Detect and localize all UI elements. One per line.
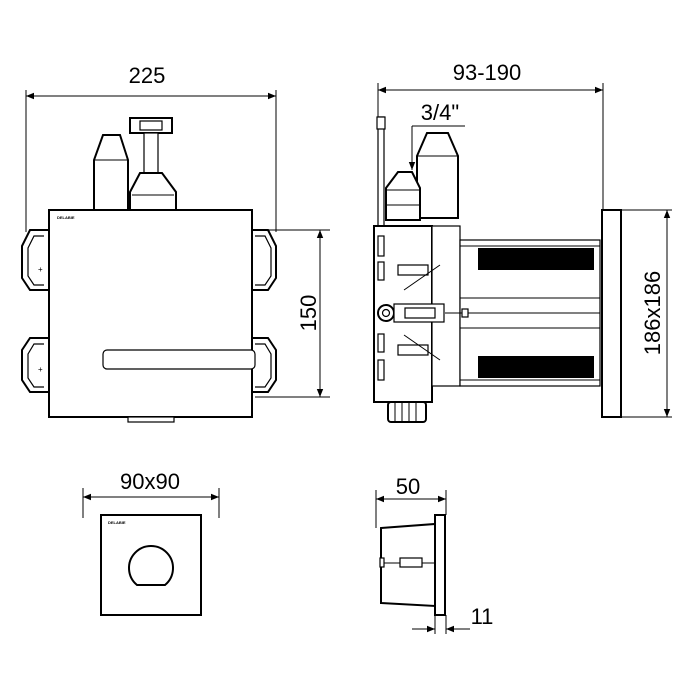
plate-size-label: 186x186 bbox=[640, 271, 665, 355]
plus-mark: + bbox=[38, 265, 43, 274]
plate-depth-label: 50 bbox=[396, 474, 420, 499]
extension-sleeve bbox=[445, 239, 601, 387]
plate-view: 90x90 DELABIE bbox=[82, 469, 220, 616]
plate-thickness-dimension: 11 bbox=[412, 604, 493, 634]
side-view: 93-190 3/4" 186x186 bbox=[373, 60, 672, 423]
plate-profile bbox=[434, 514, 446, 616]
depth-label: 93-190 bbox=[453, 60, 522, 85]
height-label: 150 bbox=[296, 295, 321, 332]
plate-dimension: 186x186 bbox=[620, 209, 672, 418]
grip-ridges bbox=[478, 248, 594, 270]
side-housing bbox=[373, 225, 461, 423]
flush-slot bbox=[102, 349, 256, 370]
width-label: 225 bbox=[129, 63, 166, 88]
plate-width-dimension: 90x90 bbox=[82, 469, 220, 518]
plus-mark: + bbox=[38, 365, 43, 374]
plate-depth-dimension: 50 bbox=[375, 474, 447, 528]
thread-label: 3/4" bbox=[421, 100, 459, 125]
depth-dimension: 93-190 bbox=[377, 60, 604, 230]
brand-label: DELABIE bbox=[108, 520, 126, 525]
push-button bbox=[128, 545, 174, 586]
plate-side-view: 50 11 bbox=[375, 474, 493, 634]
height-dimension: 150 bbox=[255, 229, 330, 398]
width-dimension: 225 bbox=[25, 63, 277, 232]
thread-callout: 3/4" bbox=[408, 100, 465, 170]
mounting-brackets: + + bbox=[21, 229, 277, 393]
plate-size-label: 90x90 bbox=[120, 469, 180, 494]
grip-ridges bbox=[478, 356, 594, 378]
front-plate-profile bbox=[601, 209, 622, 418]
valve-connectors bbox=[376, 116, 459, 228]
brand-label: DELABIE bbox=[57, 215, 75, 220]
housing-box bbox=[48, 209, 253, 418]
top-connectors bbox=[93, 117, 177, 213]
plate-thickness-label: 11 bbox=[471, 604, 494, 629]
front-view: 225 150 + bbox=[21, 63, 330, 423]
bottom-outlet bbox=[127, 416, 175, 423]
